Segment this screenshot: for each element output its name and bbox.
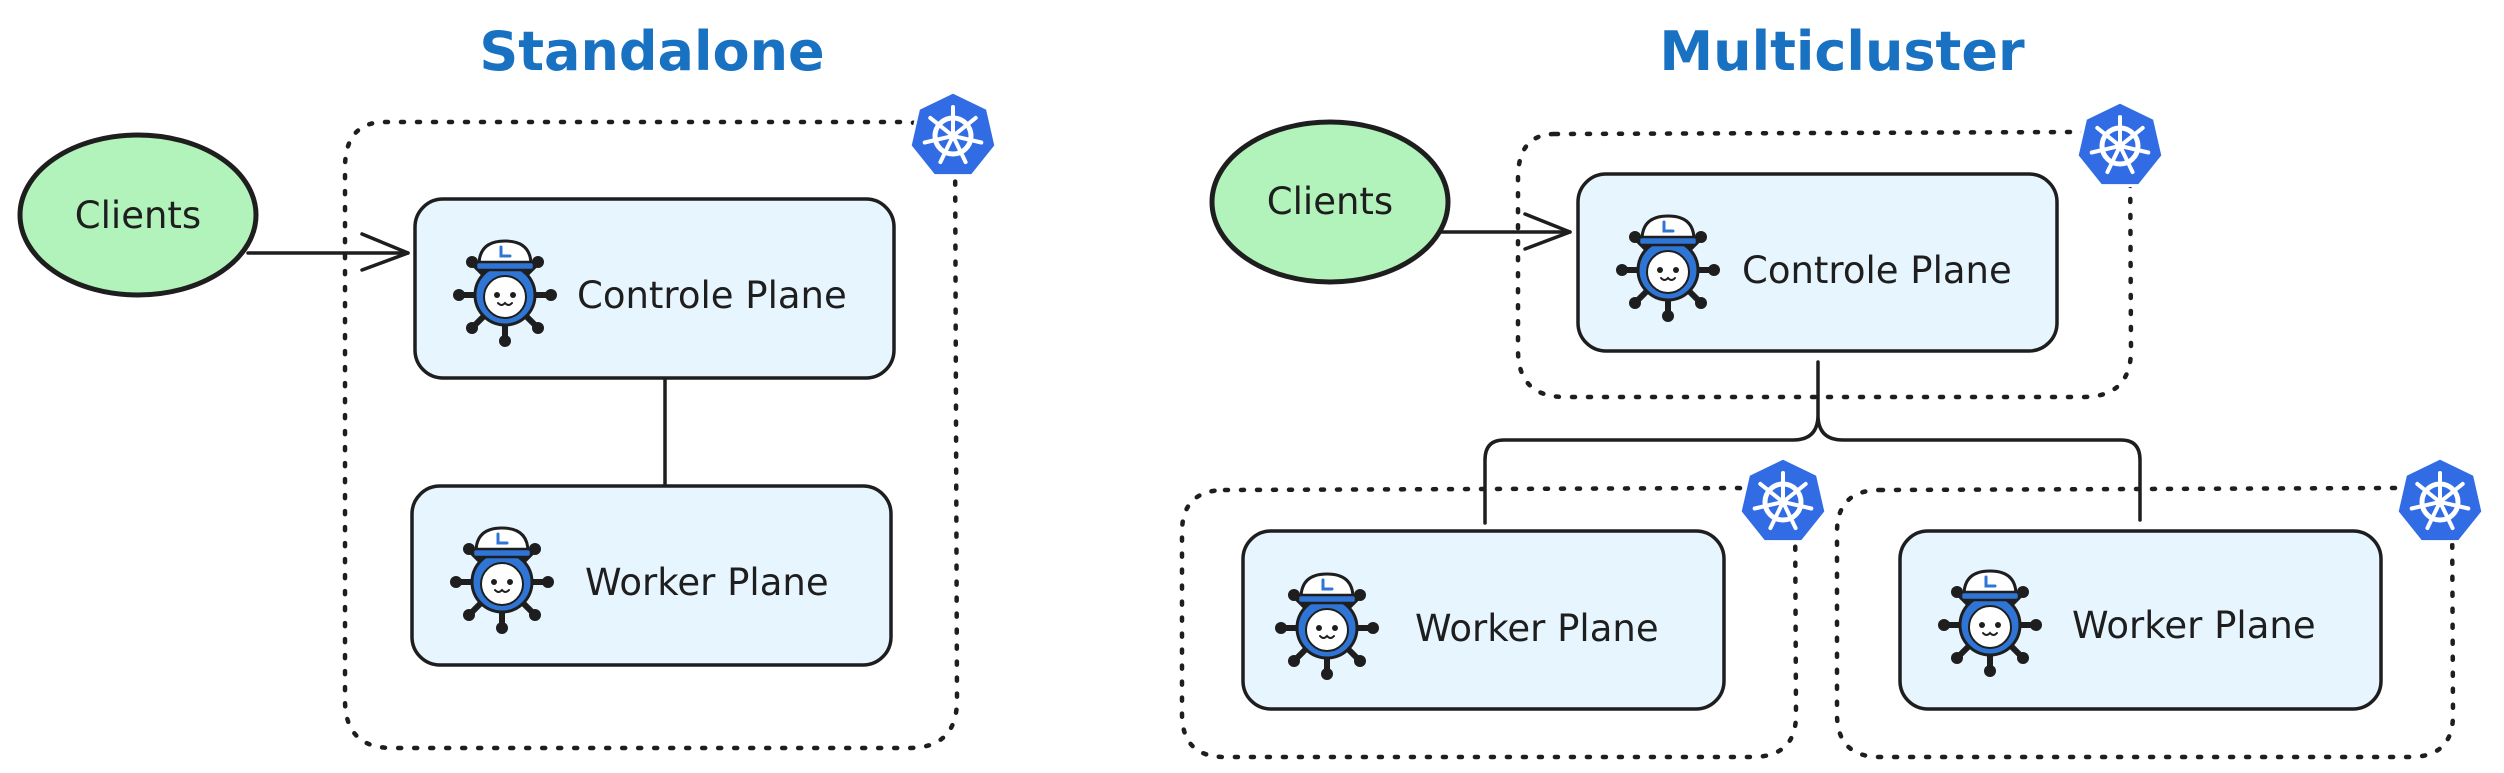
multicluster-worker-plane-left-node[interactable]: Worker Plane xyxy=(1241,529,1726,711)
standalone-title: Standalone xyxy=(479,20,824,83)
kubernetes-icon xyxy=(2077,102,2163,186)
standalone-worker-plane-node[interactable]: Worker Plane xyxy=(410,484,893,667)
multicluster-control-plane-node[interactable]: Controle Plane xyxy=(1576,172,2059,353)
standalone-worker-plane-label: Worker Plane xyxy=(585,561,829,604)
kubernetes-icon xyxy=(2397,458,2483,542)
kubernetes-icon xyxy=(1740,458,1826,542)
standalone-clients-label: Clients xyxy=(75,194,201,237)
standalone-section: Standalone Clients Controle Plane Worker… xyxy=(17,20,996,751)
kubernetes-icon xyxy=(910,92,996,176)
multicluster-control-to-workers-connector xyxy=(1483,360,2142,525)
standalone-control-plane-node[interactable]: Controle Plane xyxy=(413,197,896,380)
multicluster-control-plane-label: Controle Plane xyxy=(1742,249,2012,292)
multicluster-section: Multicluster Clients Controle Plane Work… xyxy=(1179,20,2483,760)
standalone-control-plane-label: Controle Plane xyxy=(577,274,847,317)
standalone-clients-node[interactable]: Clients xyxy=(17,132,259,298)
multicluster-clients-node[interactable]: Clients xyxy=(1209,119,1451,285)
multicluster-worker-left-cluster-border xyxy=(1179,485,1799,760)
multicluster-control-cluster-border xyxy=(1515,129,2134,400)
multicluster-clients-to-control-arrow xyxy=(1438,212,1572,251)
multicluster-worker-plane-right-label: Worker Plane xyxy=(2072,604,2316,647)
multicluster-worker-plane-left-label: Worker Plane xyxy=(1415,607,1659,650)
standalone-clients-to-control-arrow xyxy=(246,232,410,272)
multicluster-title: Multicluster xyxy=(1659,20,2025,83)
standalone-cluster-border xyxy=(342,119,960,751)
multicluster-clients-label: Clients xyxy=(1267,180,1393,223)
multicluster-worker-plane-right-node[interactable]: Worker Plane xyxy=(1898,529,2383,711)
